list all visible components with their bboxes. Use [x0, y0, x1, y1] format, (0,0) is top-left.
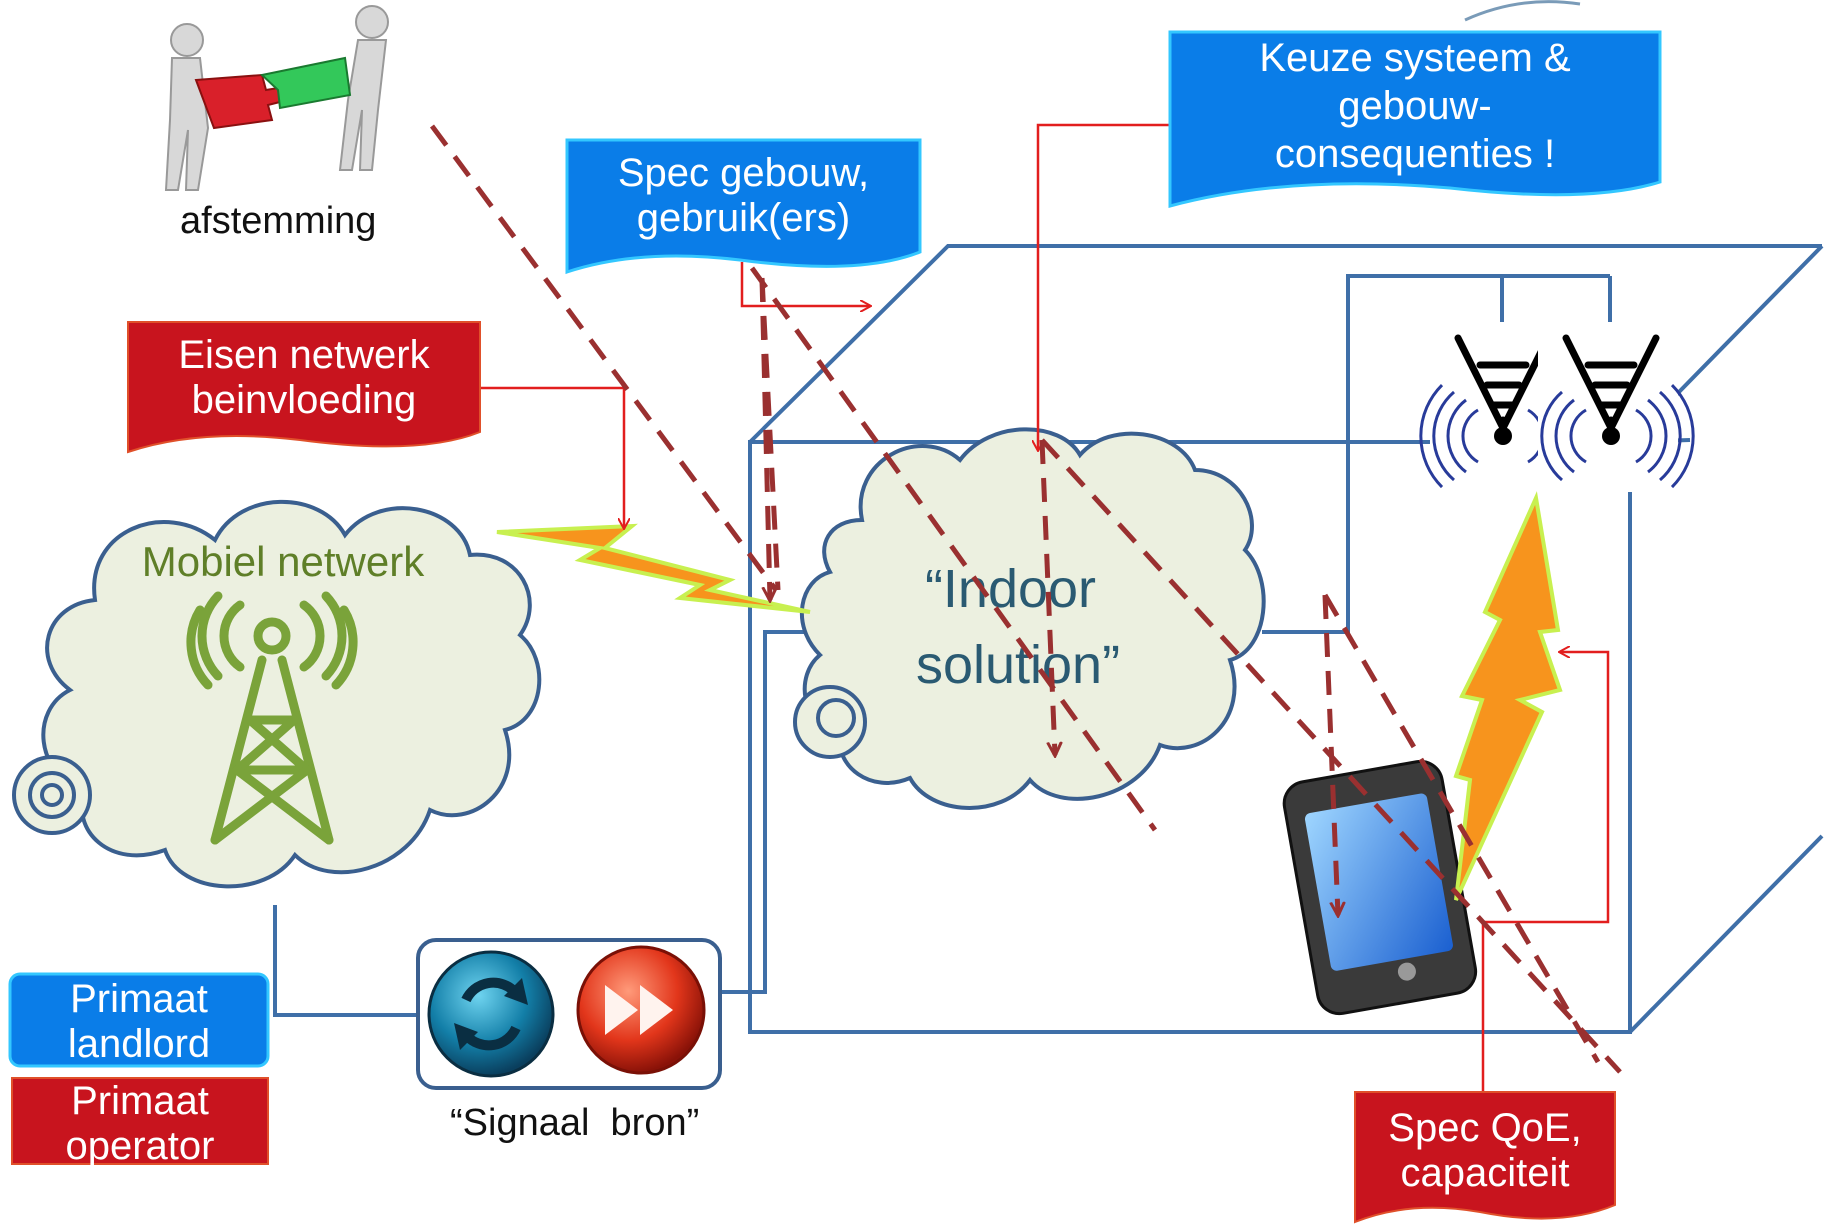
eisen-netwerk-bubble	[127, 321, 481, 454]
spec-qoe-bubble	[1354, 1091, 1616, 1224]
keuze-systeem-label: Keuze systeem & gebouw- consequenties !	[1259, 36, 1571, 176]
afstemming-label: afstemming	[180, 200, 377, 242]
primaat-operator-label: Primaat operator	[65, 1079, 215, 1168]
indoor-solution-cloud	[793, 427, 1266, 810]
antenna-icon	[1538, 322, 1695, 492]
primaat-landlord-bubble	[8, 972, 270, 1068]
signaal-bron-label: “Signaal bron”	[450, 1102, 700, 1144]
spec-gebouw-bubble	[565, 138, 922, 275]
spec-gebouw-label: Spec gebouw, gebruik(ers)	[617, 151, 870, 240]
indoor-solution-line-2: solution”	[916, 635, 1120, 695]
building-wiring	[273, 274, 1691, 1017]
refresh-icon	[427, 950, 555, 1078]
smartphone-icon	[1282, 759, 1478, 1016]
puzzle-people-icon	[164, 5, 389, 191]
keuze-systeem-bubble	[1168, 30, 1662, 208]
lightning-bolt-icon	[496, 523, 811, 614]
label-backgrounds	[8, 30, 1662, 1224]
indoor-solution-line-1: “Indoor	[925, 559, 1096, 619]
lightning-bolt-icon	[1453, 491, 1563, 901]
mobiel-netwerk-label: Mobiel netwerk	[142, 538, 425, 585]
dashed-arrows	[429, 124, 1622, 1074]
fast-forward-icon	[576, 945, 706, 1075]
spec-qoe-label: Spec QoE, capaciteit	[1388, 1106, 1582, 1195]
primaat-landlord-label: Primaat landlord	[67, 977, 211, 1066]
building-box	[748, 244, 1824, 1034]
antenna-icon	[1419, 322, 1560, 492]
eisen-netwerk-label: Eisen netwerk beinvloeding	[178, 333, 430, 422]
primaat-operator-bubble	[11, 1077, 269, 1165]
cell-tower-icon	[186, 591, 358, 845]
indoor-solution-label: “Indoor solution”	[916, 559, 1120, 695]
corner-decoration	[1464, 0, 1581, 22]
